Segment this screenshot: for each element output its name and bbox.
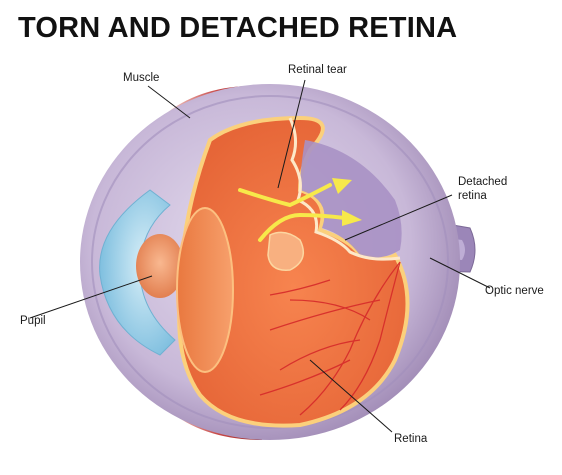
label-retina: Retina <box>394 433 428 445</box>
retinal-tear <box>288 117 401 261</box>
leader-pupil <box>29 275 153 319</box>
leader-retinal-tear <box>277 79 306 189</box>
page-title: TORN AND DETACHED RETINA <box>18 12 458 44</box>
blood-vessels <box>259 261 401 416</box>
pupil <box>136 234 184 298</box>
detached-region <box>300 140 402 258</box>
leader-optic-nerve <box>429 257 491 289</box>
arrow-head-1 <box>332 178 352 194</box>
fluid-arrows <box>238 183 347 242</box>
label-detached-line2: retina <box>458 190 487 202</box>
label-muscle: Muscle <box>123 72 159 84</box>
leader-retina <box>309 359 393 433</box>
label-retinal-tear: Retinal tear <box>288 64 347 76</box>
lens <box>176 207 234 373</box>
label-pupil: Pupil <box>20 315 46 327</box>
leader-detached-retina <box>344 194 453 241</box>
arrow-head-2 <box>342 210 362 226</box>
label-optic-nerve: Optic nerve <box>485 285 544 297</box>
leader-muscle <box>147 85 191 119</box>
label-detached-line1: Detached <box>458 176 507 188</box>
